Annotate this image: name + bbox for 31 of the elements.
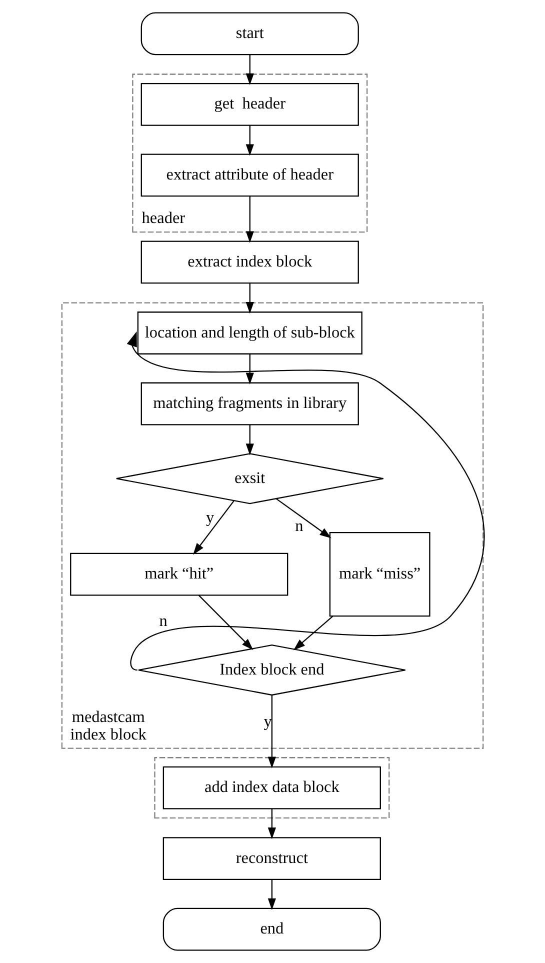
arrow <box>246 196 254 243</box>
node-box: extract attribute of header <box>140 154 359 197</box>
arrow <box>246 424 254 456</box>
arrow <box>246 54 254 86</box>
node-box: mark “hit” <box>70 552 288 596</box>
arrow <box>193 500 234 555</box>
arrow <box>268 695 276 768</box>
edge-label: y <box>206 508 214 527</box>
node-diamond: Index block end <box>138 644 406 696</box>
node-box: end <box>162 908 381 951</box>
node-box: mark “miss” <box>329 532 430 617</box>
edge-label: n <box>295 517 304 536</box>
arrow <box>268 808 276 840</box>
node-box: location and length of sub-block <box>137 312 362 354</box>
node-box: get header <box>140 82 359 126</box>
node-box: add index data block <box>162 766 381 810</box>
node-diamond: exsit <box>116 453 384 504</box>
edge-label: n <box>159 612 168 630</box>
arrow <box>276 498 332 538</box>
arrow <box>246 125 254 156</box>
arrow <box>293 616 334 650</box>
edge-label: y <box>264 712 272 730</box>
arrow <box>246 283 254 314</box>
node-box: extract index block <box>140 240 359 284</box>
arrow <box>246 354 254 384</box>
arrow <box>198 594 254 650</box>
node-box: reconstruct <box>162 837 381 880</box>
arrow <box>126 331 485 670</box>
node-box: matching fragments in library <box>140 382 359 426</box>
arrow <box>268 880 276 910</box>
node-box: start <box>140 12 359 56</box>
